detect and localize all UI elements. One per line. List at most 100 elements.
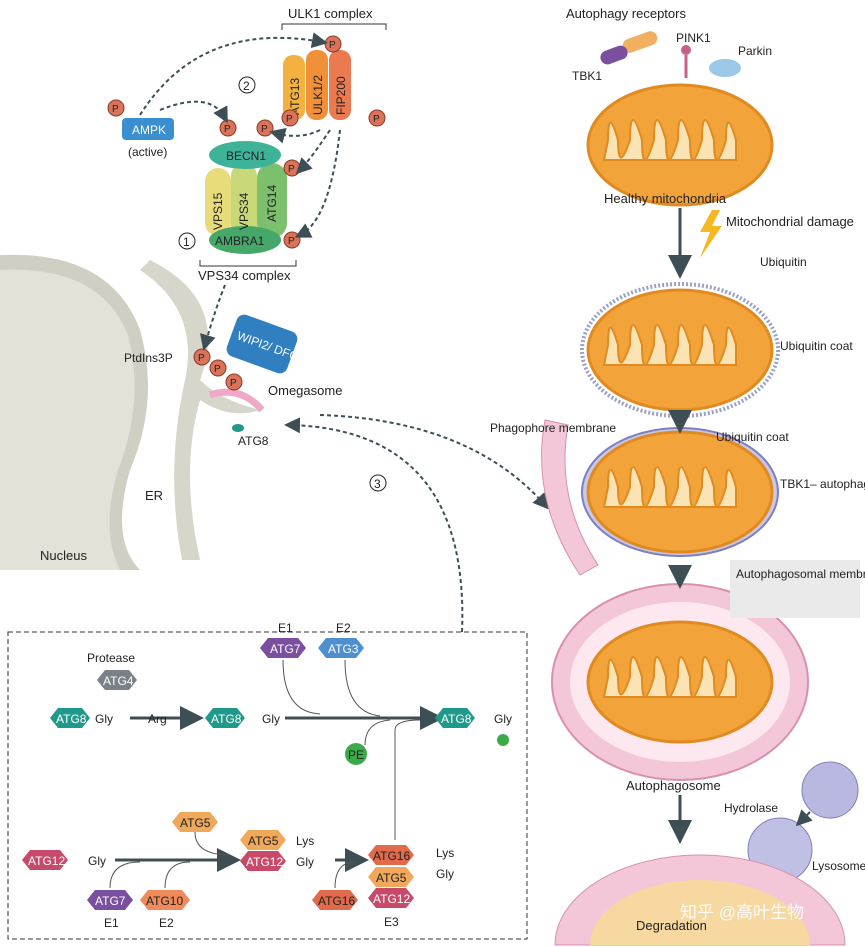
omegasome-label: Omegasome bbox=[268, 383, 342, 398]
svg-text:P: P bbox=[286, 114, 293, 125]
svg-text:P: P bbox=[329, 40, 336, 51]
ampk-label: AMPK bbox=[132, 123, 166, 137]
ambra1-label: AMBRA1 bbox=[215, 234, 265, 248]
atg7-label-2: ATG7 bbox=[95, 894, 126, 908]
atg12-label-3: ATG12 bbox=[373, 892, 410, 906]
atg16-protein bbox=[312, 890, 358, 910]
atg5-protein-2 bbox=[240, 830, 286, 850]
e1-label: E1 bbox=[278, 621, 293, 635]
phagophore-label: Phagophore membrane bbox=[490, 421, 616, 435]
svg-text:P: P bbox=[288, 236, 295, 247]
gly-label-4: Gly bbox=[88, 854, 106, 868]
atg13-protein bbox=[283, 55, 305, 120]
omegasome-membrane bbox=[208, 388, 265, 413]
atg16-protein-2 bbox=[368, 845, 414, 865]
vps34-label: VPS34 bbox=[237, 192, 251, 230]
er-shape bbox=[140, 260, 260, 560]
svg-text:P: P bbox=[112, 104, 119, 115]
becn1-protein bbox=[209, 141, 281, 169]
svg-text:P: P bbox=[373, 114, 380, 125]
healthy-mitochondria-label: Healthy mitochondria bbox=[604, 191, 727, 206]
tbk1-receptors-label: TBK1– autophagy receptors bbox=[780, 477, 865, 491]
e2-label-2: E2 bbox=[159, 916, 174, 930]
lightning-icon bbox=[700, 210, 722, 258]
atg16-label: ATG16 bbox=[318, 894, 355, 908]
fip200-protein bbox=[329, 50, 351, 120]
tbk1-label: TBK1 bbox=[572, 69, 602, 83]
atg8-label-3: ATG8 bbox=[441, 712, 472, 726]
atg10-label: ATG10 bbox=[146, 894, 183, 908]
hydrolase-vesicle bbox=[801, 761, 859, 819]
signal-arrows bbox=[139, 32, 549, 633]
svg-text:P: P bbox=[288, 164, 295, 175]
hydrolase-label: Hydrolase bbox=[724, 801, 778, 815]
atg5-label-2: ATG5 bbox=[248, 834, 279, 848]
atg8-label-2: ATG8 bbox=[211, 712, 242, 726]
watermark: 知乎 @高叶生物 bbox=[680, 903, 804, 922]
atg8-lipidated bbox=[435, 708, 475, 728]
coated-mitochondrion bbox=[586, 430, 774, 554]
fip200-label: FIP200 bbox=[334, 76, 348, 115]
e1-label-2: E1 bbox=[104, 916, 119, 930]
ubiquitin-label: Ubiquitin bbox=[760, 255, 807, 269]
svg-text:P: P bbox=[198, 353, 205, 364]
gly-label-6: Gly bbox=[436, 867, 454, 881]
ulk12-label: ULK1/2 bbox=[311, 75, 325, 115]
atg13-label: ATG13 bbox=[288, 78, 302, 115]
autophagy-receptors-label: Autophagy receptors bbox=[566, 6, 686, 21]
atg12-protein bbox=[22, 850, 68, 870]
svg-text:P: P bbox=[261, 124, 268, 135]
svg-text:P: P bbox=[230, 378, 237, 389]
atg14-protein bbox=[257, 163, 287, 238]
svg-text:P: P bbox=[224, 124, 231, 135]
protease-label: Protease bbox=[87, 651, 135, 665]
expansion-label: Autophagosomal membrane expansion bbox=[736, 567, 865, 581]
gly-label-3: Gly bbox=[494, 712, 512, 726]
ubiquitin-coat-label: Ubiquitin coat bbox=[780, 339, 853, 353]
lys-label-2: Lys bbox=[436, 846, 454, 860]
svg-text:1: 1 bbox=[183, 235, 190, 249]
atg4-protein bbox=[97, 670, 137, 690]
vps15-label: VPS15 bbox=[211, 192, 225, 230]
svg-text:3: 3 bbox=[374, 477, 381, 491]
svg-text:2: 2 bbox=[243, 79, 250, 93]
parkin-label: Parkin bbox=[738, 44, 772, 58]
lys-label: Lys bbox=[296, 834, 314, 848]
pathway-arrows bbox=[668, 208, 813, 844]
atg5-protein-3 bbox=[368, 867, 414, 887]
vps34-protein bbox=[231, 163, 257, 238]
atg7-protein bbox=[260, 638, 306, 658]
atg3-protein bbox=[318, 638, 364, 658]
vps15-protein bbox=[205, 168, 231, 236]
er-label: ER bbox=[145, 488, 163, 503]
atg7-label: ATG7 bbox=[270, 642, 301, 656]
wipi2-dfcp1-box: WIPI2/ DFCP1 bbox=[226, 314, 314, 374]
atg12-protein-2 bbox=[240, 851, 286, 871]
atg4-label: ATG4 bbox=[103, 674, 134, 688]
vps34-complex-label: VPS34 complex bbox=[198, 268, 291, 283]
ulk1-complex-label: ULK1 complex bbox=[288, 6, 373, 21]
healthy-mitochondrion bbox=[586, 83, 774, 207]
atg8-protein-2 bbox=[205, 708, 245, 728]
step-markers: 1 2 3 bbox=[178, 76, 387, 492]
ptdins3p-label: PtdIns3P bbox=[124, 351, 173, 365]
e2-label: E2 bbox=[336, 621, 351, 635]
pe-lipid bbox=[345, 743, 367, 765]
atg12-label-2: ATG12 bbox=[246, 855, 283, 869]
ampk-state: (active) bbox=[128, 145, 167, 159]
gly-label: Gly bbox=[95, 712, 113, 726]
atg7-protein-2 bbox=[87, 890, 133, 910]
gly-label-2: Gly bbox=[262, 712, 280, 726]
degradation-label: Degradation bbox=[636, 918, 707, 933]
atg14-label: ATG14 bbox=[265, 185, 279, 222]
e3-label: E3 bbox=[384, 915, 399, 929]
atg12-protein-3 bbox=[368, 888, 414, 908]
atg8-label: ATG8 bbox=[238, 434, 269, 448]
damaged-mitochondrion bbox=[586, 288, 774, 412]
pink1-label: PINK1 bbox=[676, 31, 711, 45]
ubiquitin-coat-label-2: Ubiquitin coat bbox=[716, 430, 789, 444]
arg-label: Arg bbox=[148, 712, 167, 726]
